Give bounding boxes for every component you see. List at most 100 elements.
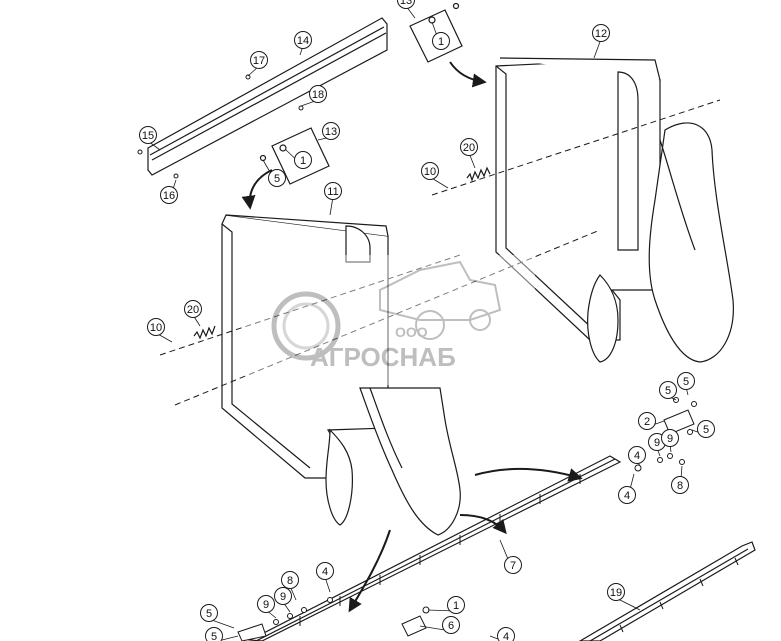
- callout-c18: 18: [300, 85, 327, 107]
- callout-number: 20: [187, 304, 199, 316]
- callout-number: 17: [253, 55, 265, 67]
- callout-circle: [257, 595, 275, 613]
- rail-part-19: [578, 541, 756, 641]
- callout-circle: [421, 162, 439, 180]
- callout-circle: [697, 420, 715, 438]
- callout-c13a: 13: [317, 122, 340, 141]
- rail-part-14: [147, 17, 388, 176]
- callout-c15: 15: [139, 126, 161, 151]
- callout-circle: [274, 587, 292, 605]
- callout-circle: [432, 32, 450, 50]
- callout-c9d: 9: [274, 587, 292, 613]
- callout-number: 7: [510, 560, 516, 572]
- combine-harvester-icon: [379, 260, 502, 340]
- callout-c12: 12: [592, 24, 610, 59]
- callout-c9b: 9: [661, 429, 679, 453]
- watermark: ООО АГРОСНАБ: [245, 255, 535, 385]
- callout-c19: 19: [607, 583, 641, 611]
- callout-circle: [397, 0, 415, 9]
- callout-circle: [592, 24, 610, 42]
- callout-circle: [607, 583, 625, 601]
- callout-circle: [322, 122, 340, 140]
- callout-c14: 14: [294, 31, 312, 56]
- callout-c4b: 4: [618, 473, 636, 504]
- callout-circle: [294, 31, 312, 49]
- callout-c16: 16: [160, 179, 178, 204]
- callout-number: 10: [424, 166, 436, 178]
- callout-c20a: 20: [460, 138, 478, 169]
- callout-number: 5: [703, 424, 709, 436]
- callout-circle: [671, 476, 689, 494]
- callout-number: 9: [654, 437, 660, 449]
- callout-leader: [329, 196, 334, 216]
- callout-number: 4: [624, 490, 630, 502]
- callout-circle: [504, 556, 522, 574]
- callout-number: 5: [665, 385, 671, 397]
- callout-circle: [147, 318, 165, 336]
- watermark-company-name: АГРОСНАБ: [310, 342, 456, 372]
- callout-number: 10: [150, 322, 162, 334]
- callout-circle: [281, 571, 299, 589]
- callout-number: 5: [683, 376, 689, 388]
- callout-number: 20: [463, 142, 475, 154]
- callout-c9c: 9: [257, 595, 277, 619]
- callout-c1c: 1: [427, 596, 465, 614]
- callout-circle: [309, 85, 327, 103]
- callout-number: 5: [211, 631, 217, 641]
- callout-c11: 11: [324, 182, 342, 216]
- callout-circle: [160, 186, 178, 204]
- callout-circle: [460, 138, 478, 156]
- callout-c8b: 8: [281, 571, 299, 601]
- callout-number: 6: [448, 620, 454, 632]
- hardware-bottom: [237, 597, 430, 641]
- callout-circle: [661, 429, 679, 447]
- callout-c10b: 10: [147, 318, 173, 343]
- callout-c4d: 4: [489, 627, 515, 641]
- watermark-company-prefix: ООО: [395, 324, 428, 340]
- callout-c5e: 5: [200, 604, 235, 629]
- callout-c7: 7: [499, 539, 522, 574]
- callout-leader: [216, 635, 239, 641]
- callout-number: 1: [438, 36, 444, 48]
- callout-c5a: 5: [262, 159, 286, 187]
- callout-c8a: 8: [671, 465, 689, 494]
- callout-number: 18: [312, 89, 324, 101]
- callout-c20b: 20: [184, 300, 202, 327]
- callout-c2: 2: [638, 412, 665, 430]
- callout-number: 9: [667, 433, 673, 445]
- callout-c13b: 13: [397, 0, 416, 19]
- callout-c5b: 5: [677, 372, 695, 396]
- shield-part-12: [495, 57, 734, 363]
- callout-c4c: 4: [316, 562, 334, 593]
- callout-c6: 6: [419, 616, 460, 634]
- hardware-right: [634, 397, 697, 472]
- callout-number: 13: [400, 0, 412, 7]
- callout-circle: [184, 300, 202, 318]
- callout-number: 2: [644, 416, 650, 428]
- callout-circle: [268, 169, 286, 187]
- callout-number: 1: [300, 155, 306, 167]
- callout-c1b: 1: [431, 21, 450, 50]
- callout-circle: [659, 381, 677, 399]
- callout-number: 4: [322, 566, 328, 578]
- callout-leader: [593, 38, 602, 59]
- callout-number: 5: [274, 173, 280, 185]
- callout-circle: [497, 627, 515, 641]
- callout-number: 15: [142, 130, 154, 142]
- callout-number: 9: [280, 591, 286, 603]
- callout-circle: [205, 627, 223, 641]
- callout-number: 19: [610, 587, 622, 599]
- callout-number: 12: [595, 28, 607, 40]
- callout-number: 5: [206, 608, 212, 620]
- callout-number: 8: [677, 480, 683, 492]
- axis-lines: [159, 99, 721, 406]
- gear-icon: [271, 291, 341, 361]
- callout-circle: [316, 562, 334, 580]
- callout-circle: [200, 604, 218, 622]
- callout-number: 13: [325, 126, 337, 138]
- assembly-arrows: [241, 61, 583, 613]
- callout-circle: [677, 372, 695, 390]
- callout-circle: [628, 446, 646, 464]
- callout-circle: [294, 151, 312, 169]
